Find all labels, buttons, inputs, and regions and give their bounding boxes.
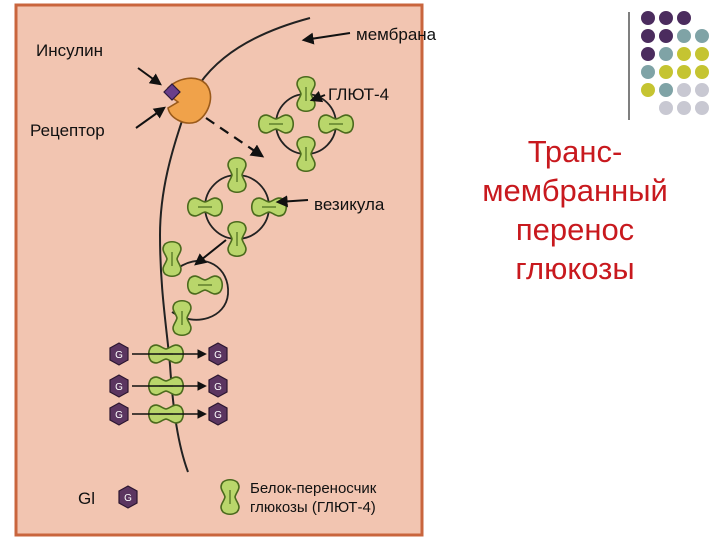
decorative-dot xyxy=(677,65,691,79)
title-line: глюкозы xyxy=(515,251,635,286)
decorative-dot xyxy=(659,29,673,43)
glucose-label: G xyxy=(115,382,123,393)
glut4-legend-line1: Белок-переносчик xyxy=(250,480,377,497)
decorative-dot xyxy=(659,65,673,79)
glucose-label: G xyxy=(115,410,123,421)
arrow-icon xyxy=(301,32,351,45)
decorative-dot xyxy=(677,11,691,25)
glucose-label: G xyxy=(214,350,222,361)
glucose-label: G xyxy=(214,382,222,393)
decorative-dot xyxy=(677,47,691,61)
decorative-dot xyxy=(641,11,655,25)
decorative-dot xyxy=(677,29,691,43)
decorative-dot xyxy=(695,65,709,79)
glucose-label: G xyxy=(124,493,132,504)
decorative-dot xyxy=(641,83,655,97)
decorative-dot xyxy=(659,11,673,25)
decorative-dot xyxy=(695,83,709,97)
vesicle-label: везикула xyxy=(314,195,385,214)
decorative-dot-grid xyxy=(641,11,709,115)
glut4-legend-line2: глюкозы (ГЛЮТ-4) xyxy=(250,499,376,516)
glucose-label: G xyxy=(214,410,222,421)
insulin-icon xyxy=(163,83,181,101)
decorative-dot xyxy=(677,101,691,115)
arrow-icon xyxy=(275,195,309,208)
cell-panel xyxy=(14,3,424,537)
decorative-divider xyxy=(628,12,630,120)
insulin-label: Инсулин xyxy=(36,41,104,60)
decorative-dot xyxy=(659,101,673,115)
decorative-dot xyxy=(695,47,709,61)
slide-title: Транс- мембранный перенос глюкозы xyxy=(440,132,710,288)
title-line: Транс- xyxy=(527,134,623,169)
decorative-dot xyxy=(677,83,691,97)
title-line: мембранный xyxy=(482,173,668,208)
glucose-label: G xyxy=(115,350,123,361)
arrow-icon xyxy=(205,117,265,158)
receptor-icon xyxy=(167,77,212,124)
decorative-dot xyxy=(695,101,709,115)
decorative-dot xyxy=(659,47,673,61)
decorative-dot xyxy=(641,47,655,61)
decorative-dot xyxy=(641,65,655,79)
arrow-icon xyxy=(137,67,162,86)
arrow-icon xyxy=(135,106,166,129)
arrow-icon xyxy=(309,90,326,103)
glucose-legend-label: Gl xyxy=(78,489,95,508)
arrow-icon xyxy=(194,239,227,266)
decorative-dot xyxy=(659,83,673,97)
decorative-dot xyxy=(641,29,655,43)
membrane-label: мембрана xyxy=(356,25,437,44)
decorative-dot xyxy=(695,29,709,43)
glut4-label: ГЛЮТ-4 xyxy=(328,85,390,104)
receptor-label: Рецептор xyxy=(30,121,105,140)
title-line: перенос xyxy=(515,212,635,247)
